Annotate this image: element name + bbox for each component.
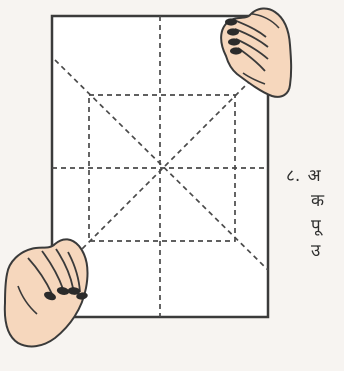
instruction-line-1: ८. अ — [286, 164, 344, 189]
instruction-fragment-4: उ — [311, 241, 320, 261]
left-hand-icon — [5, 239, 88, 346]
instruction-fragment-3: पू — [311, 216, 321, 236]
instruction-line-2: क — [286, 189, 344, 214]
instruction-line-3: पू — [286, 214, 344, 239]
step-instruction: ८. अ क पू उ — [286, 164, 344, 264]
instruction-fragment-1: अ — [308, 166, 321, 186]
instruction-line-4: उ — [286, 239, 344, 264]
instruction-fragment-2: क — [311, 191, 324, 211]
step-number: ८. — [286, 166, 300, 186]
